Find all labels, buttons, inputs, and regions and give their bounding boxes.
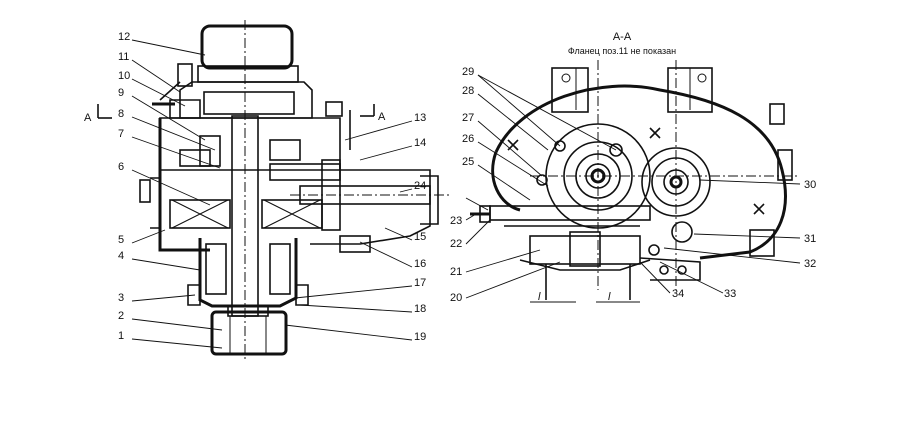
callout-label: 4 [118,250,124,262]
callout-label: 28 [462,85,474,97]
callout-label: 15 [414,231,426,243]
callout-label: 26 [462,133,474,145]
section-mark-label: А [378,111,386,123]
callout-label: 1 [118,330,124,342]
dimension-mark: l [608,291,611,303]
callout-label: 16 [414,258,426,270]
section-mark-right: А [378,111,386,123]
callout-label: 18 [414,303,426,315]
callout-label: 29 [462,66,474,78]
callout-label: 6 [118,161,124,173]
callout-label: 34 [672,288,684,300]
callout-label: 27 [462,112,474,124]
callout-label: 24 [414,180,426,192]
section-mark-label: А [84,112,92,124]
callout-label: 19 [414,331,426,343]
callout-label: 5 [118,234,124,246]
callout-label: 25 [462,156,474,168]
callout-label: 8 [118,108,124,120]
callouts-right: 29 28 27 26 25 23 22 21 20 30 31 32 33 3… [450,66,816,304]
callout-label: 17 [414,277,426,289]
callout-label: 31 [804,233,816,245]
callout-label: 2 [118,310,124,322]
section-view-a-a [465,60,801,303]
callout-label: 9 [118,87,124,99]
dimension-mark: l [538,291,541,303]
callout-label: 33 [724,288,736,300]
callout-label: 21 [450,266,462,278]
callout-label: 13 [414,112,426,124]
callout-label: 30 [804,179,816,191]
callout-label: 3 [118,292,124,304]
callout-label: 22 [450,238,462,250]
callout-label: 10 [118,70,130,82]
callouts-left: 12 11 10 9 8 7 6 5 4 3 2 1 13 14 24 15 1… [118,31,426,343]
callout-label: 12 [118,31,130,43]
section-title: А-А [613,31,632,43]
section-note: Фланец поз.11 не показан [568,46,676,56]
callout-label: 23 [450,215,462,227]
callout-label: 7 [118,128,124,140]
callout-label: 14 [414,137,426,149]
callout-label: 32 [804,258,816,270]
callout-label: 20 [450,292,462,304]
section-mark-left: А [84,112,92,124]
callout-label: 11 [118,51,129,63]
sectional-view [97,20,450,360]
